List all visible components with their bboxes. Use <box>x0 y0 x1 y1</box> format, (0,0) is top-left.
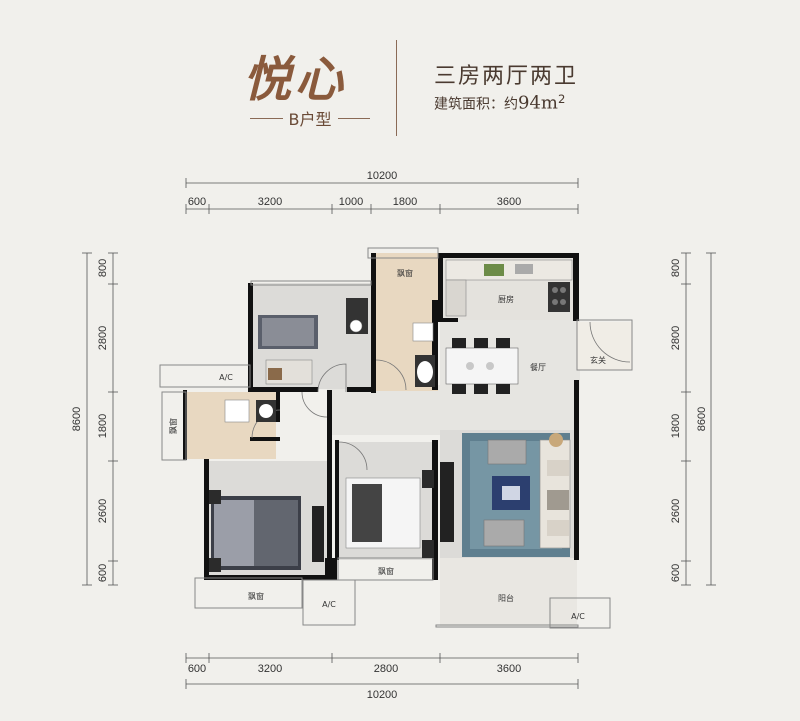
dim-bottom-total: 10200 <box>367 689 398 701</box>
dim-bottom-seg-4: 3600 <box>497 663 521 675</box>
balcony-label: 阳台 <box>498 593 514 603</box>
floor-area-label: 建筑面积：约 <box>434 96 518 113</box>
ac-label-2: A/C <box>322 600 336 609</box>
dim-left-seg-3: 1800 <box>97 414 109 438</box>
dim-bottom-seg-1: 600 <box>188 663 206 675</box>
unit-type-label: B户型 <box>250 106 371 130</box>
kitchen-label: 厨房 <box>498 294 514 304</box>
dim-right-seg-1: 800 <box>670 259 682 277</box>
bay-window-label-2: 飘窗 <box>168 418 178 434</box>
dim-left-total: 8600 <box>71 407 83 431</box>
dimension-lines <box>82 178 716 689</box>
dim-top-seg-4: 1800 <box>393 196 417 208</box>
dim-top-seg-2: 3200 <box>258 196 282 208</box>
dim-left-seg-5: 600 <box>97 564 109 582</box>
floor-area-text: 建筑面积：约94m2 <box>434 92 565 114</box>
header-divider <box>396 40 397 136</box>
balcony-floor <box>440 558 577 626</box>
dining-label: 餐厅 <box>530 363 546 372</box>
dim-top-total: 10200 <box>367 170 398 182</box>
unit-type-rule-right <box>337 117 371 119</box>
entrance-label: 玄关 <box>590 355 606 365</box>
bay-window-label-4: 飘窗 <box>378 566 394 576</box>
bay-window-label-3: 飘窗 <box>248 591 264 601</box>
ac-label-3: A/C <box>571 612 585 621</box>
floor-area-superscript: 2 <box>557 92 566 106</box>
project-title: 悦心 <box>243 52 348 108</box>
room-layout-text: 三房两厅两卫 <box>434 64 579 89</box>
floor-area-unit: m <box>540 92 558 114</box>
dim-bottom-seg-2: 3200 <box>258 663 282 675</box>
dim-right-seg-5: 600 <box>670 564 682 582</box>
dim-right-seg-2: 2800 <box>670 326 682 350</box>
dim-right-seg-4: 2600 <box>670 499 682 523</box>
floor-area-value: 94 <box>518 92 541 114</box>
dim-bottom-seg-3: 2800 <box>374 663 398 675</box>
dim-right-seg-3: 1800 <box>670 414 682 438</box>
dim-top-seg-5: 3600 <box>497 196 521 208</box>
unit-type-rule-left <box>250 117 283 119</box>
ac-label-1: A/C <box>219 373 233 382</box>
dim-left-seg-1: 800 <box>97 259 109 277</box>
bay-window-label-1: 飘窗 <box>397 268 413 278</box>
dim-top-seg-1: 600 <box>188 196 206 208</box>
dim-top-seg-3: 1000 <box>339 196 363 208</box>
dim-right-total: 8600 <box>696 407 708 431</box>
unit-type-text: B户型 <box>288 110 332 129</box>
dim-left-seg-4: 2600 <box>97 499 109 523</box>
window-outlines <box>159 247 633 629</box>
dim-left-seg-2: 2800 <box>97 326 109 350</box>
furniture <box>209 259 573 572</box>
